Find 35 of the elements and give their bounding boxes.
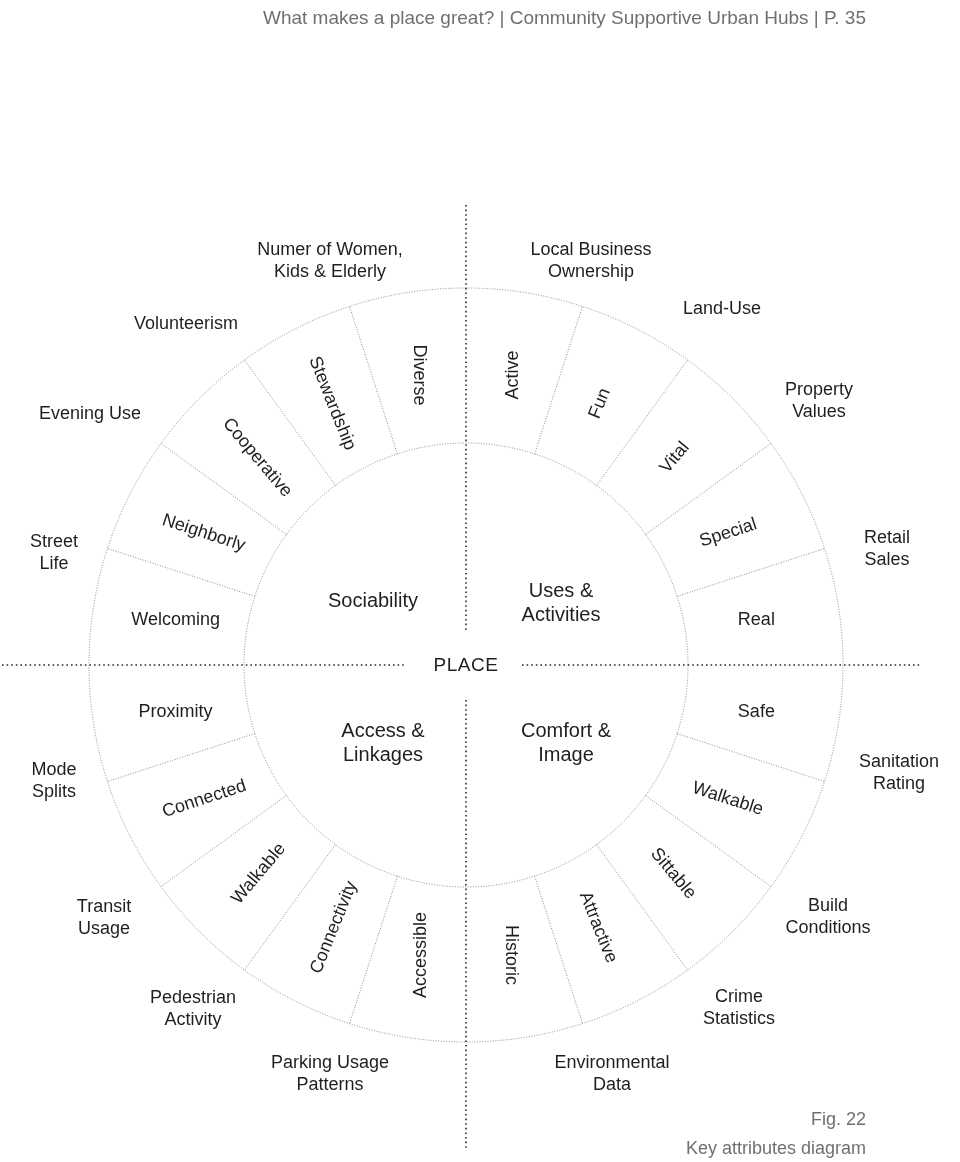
- segment-label: Welcoming: [131, 608, 220, 630]
- metric-label: Street Life: [29, 530, 79, 574]
- segment-label: Active: [501, 350, 523, 400]
- center-label: PLACE: [433, 654, 499, 676]
- metric-label: Pedestrian Activity: [148, 986, 238, 1030]
- segment-label: Special: [696, 511, 760, 552]
- metric-label: Crime Statistics: [702, 985, 776, 1029]
- quadrant-label: Comfort & Image: [511, 718, 621, 766]
- quadrant-label: Uses & Activities: [506, 578, 616, 626]
- quadrant-label: Sociability: [318, 588, 428, 612]
- metric-label: Evening Use: [38, 402, 142, 424]
- metric-label: Volunteerism: [133, 312, 239, 334]
- metric-label: Environmental Data: [553, 1051, 671, 1095]
- segment-label: Real: [737, 608, 775, 630]
- segment-label: Proximity: [138, 700, 213, 722]
- segment-label: Diverse: [409, 344, 431, 406]
- segment-label: Fun: [583, 384, 616, 422]
- segment-label: Historic: [501, 925, 523, 986]
- metric-label: Parking Usage Patterns: [269, 1051, 391, 1095]
- metric-label: Transit Usage: [75, 895, 133, 939]
- quadrant-label: Access & Linkages: [328, 718, 438, 766]
- metric-label: Sanitation Rating: [857, 750, 941, 794]
- figure-caption: Key attributes diagram: [685, 1137, 866, 1159]
- figure-number: Fig. 22: [810, 1108, 866, 1130]
- page-header: What makes a place great? | Community Supportive Urban Hubs | P. 35: [262, 7, 866, 29]
- segment-label: Accessible: [409, 912, 431, 999]
- metric-label: Build Conditions: [784, 894, 872, 938]
- metric-label: Property Values: [784, 378, 854, 422]
- metric-label: Numer of Women, Kids & Elderly: [256, 238, 404, 282]
- metric-label: Local Business Ownership: [529, 238, 653, 282]
- metric-label: Land-Use: [683, 297, 761, 319]
- segment-label: Vital: [654, 436, 694, 478]
- metric-label: Retail Sales: [863, 526, 911, 570]
- segment-label: Safe: [737, 700, 775, 722]
- metric-label: Mode Splits: [30, 758, 78, 802]
